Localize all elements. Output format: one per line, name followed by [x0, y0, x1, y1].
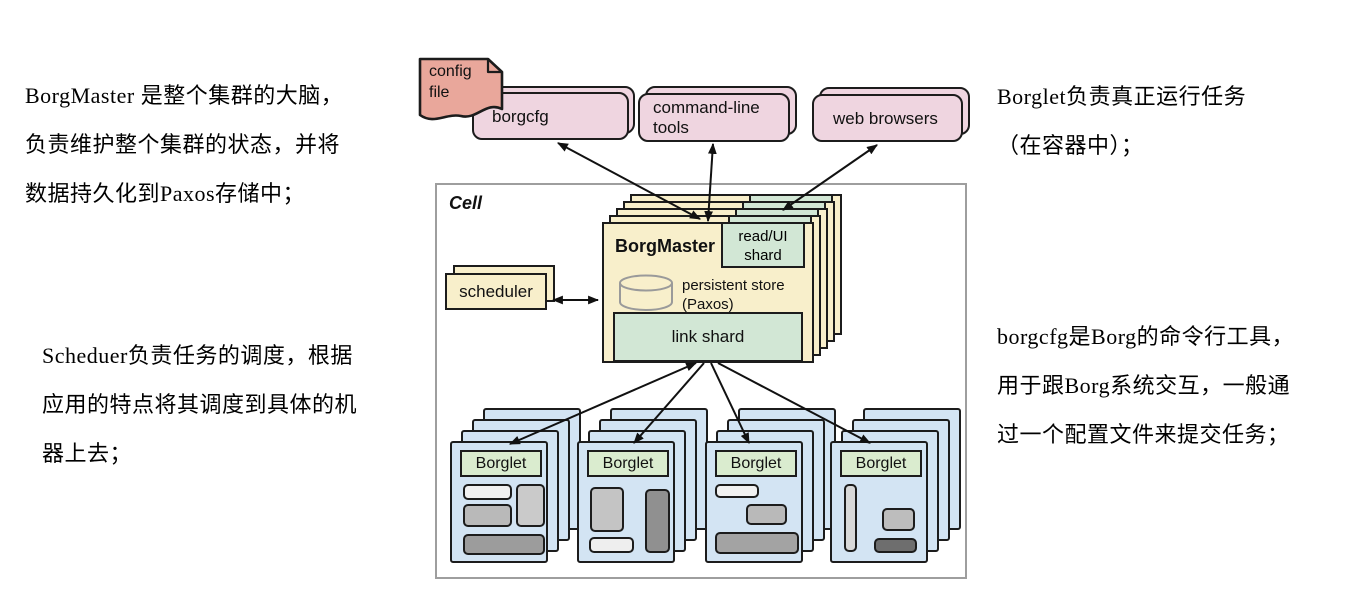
link-shard-box: link shard: [613, 312, 803, 362]
cmdline-tools-label: command-line: [653, 98, 760, 117]
database-cylinder-icon: [619, 274, 673, 311]
borglet-label-bar: Borglet: [840, 450, 922, 477]
cell-label: Cell: [449, 193, 483, 213]
machine-box: Borglet: [577, 441, 675, 563]
note-line: Borglet负责真正运行任务: [997, 84, 1247, 109]
note-line: BorgMaster 是整个集群的大脑，: [25, 83, 344, 108]
borglet-label: Borglet: [730, 455, 782, 472]
note-borgmaster: BorgMaster 是整个集群的大脑， 负责维护整个集群的状态，并将 数据持久…: [25, 71, 343, 218]
borgcfg-label: borgcfg: [492, 107, 549, 126]
note-line: 负责维护整个集群的状态，并将: [25, 132, 341, 157]
task-block: [844, 484, 857, 552]
config-file-label: config: [429, 63, 472, 80]
task-block: [645, 489, 670, 553]
task-block: [590, 487, 624, 532]
note-line: Scheduer负责任务的调度，根据: [42, 343, 353, 368]
note-borgcfg: borgcfg是Borg的命令行工具， 用于跟Borg系统交互，一般通 过一个配…: [997, 312, 1294, 459]
web-browsers-label: web browsers: [833, 109, 938, 128]
note-line: 过一个配置文件来提交任务；: [997, 422, 1290, 447]
task-block: [746, 504, 787, 525]
task-block: [874, 538, 917, 553]
link-shard-label: link shard: [671, 327, 745, 346]
note-line: 数据持久化到Paxos存储中；: [25, 181, 306, 206]
task-block: [715, 484, 759, 498]
cmdline-tools-label: tools: [653, 118, 689, 137]
note-line: 器上去；: [42, 441, 133, 466]
borglet-label: Borglet: [475, 455, 527, 472]
borglet-label: Borglet: [602, 455, 654, 472]
note-scheduler: Scheduer负责任务的调度，根据 应用的特点将其调度到具体的机 器上去；: [42, 331, 357, 478]
persistent-store-label: persistent store: [682, 277, 785, 294]
task-block: [463, 504, 512, 527]
note-line: 应用的特点将其调度到具体的机: [42, 392, 358, 417]
task-block: [463, 534, 545, 555]
note-line: （在容器中）；: [997, 133, 1144, 158]
read-ui-shard-label: shard: [744, 247, 782, 264]
document-shape-icon: [418, 57, 504, 121]
borgmaster-label: BorgMaster: [615, 236, 716, 256]
read-ui-shard-label: read/UI: [738, 228, 788, 245]
task-block: [715, 532, 799, 554]
borglet-label-bar: Borglet: [460, 450, 542, 477]
borgcfg-box: borgcfg: [472, 92, 629, 140]
task-block: [589, 537, 634, 553]
borgmaster-box: BorgMaster read/UI shard persistent stor…: [602, 222, 814, 363]
note-line: 用于跟Borg系统交互，一般通: [997, 373, 1291, 398]
borglet-label: Borglet: [855, 455, 907, 472]
machine-box: Borglet: [450, 441, 548, 563]
task-block: [882, 508, 915, 531]
borglet-label-bar: Borglet: [715, 450, 797, 477]
config-file-label: file: [429, 84, 450, 101]
web-browsers-box: web browsers: [812, 94, 963, 142]
task-block: [516, 484, 545, 527]
cmdline-tools-box: command-line tools: [638, 93, 790, 142]
note-line: borgcfg是Borg的命令行工具，: [997, 324, 1295, 349]
borglet-label-bar: Borglet: [587, 450, 669, 477]
scheduler-box: scheduler: [445, 273, 547, 310]
machine-box: Borglet: [705, 441, 803, 563]
task-block: [463, 484, 512, 500]
config-file-doc: config file: [416, 55, 508, 133]
note-borglet: Borglet负责真正运行任务 （在容器中）；: [997, 72, 1246, 170]
read-ui-shard-box: read/UI shard: [721, 222, 805, 268]
machine-box: Borglet: [830, 441, 928, 563]
scheduler-label: scheduler: [459, 282, 533, 301]
persistent-store-label: (Paxos): [682, 296, 734, 313]
